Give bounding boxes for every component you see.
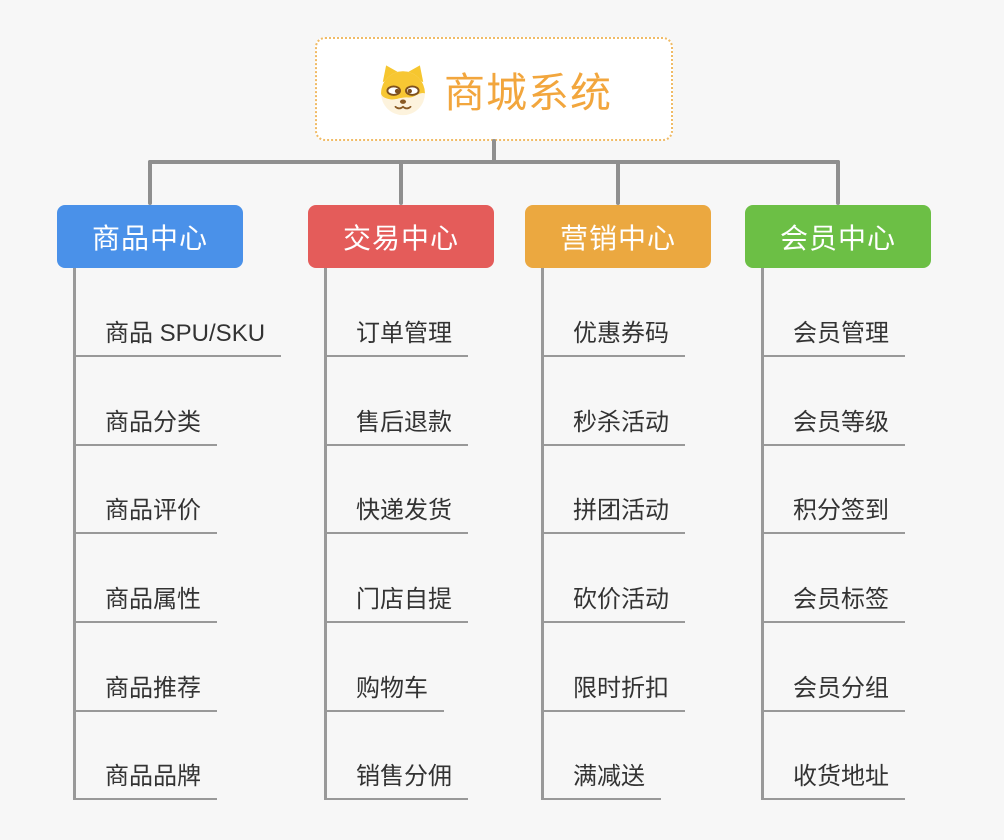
child-topic[interactable]: 商品分类 — [73, 404, 217, 446]
child-topic[interactable]: 会员标签 — [761, 581, 905, 623]
branch-drop-line — [148, 160, 152, 205]
child-topic[interactable]: 积分签到 — [761, 492, 905, 534]
child-topic[interactable]: 满减送 — [541, 758, 661, 800]
branch-node-1[interactable]: 商品中心 — [57, 205, 243, 268]
child-topic[interactable]: 门店自提 — [324, 581, 468, 623]
branch-trunk-line — [73, 268, 76, 800]
child-topic[interactable]: 拼团活动 — [541, 492, 685, 534]
root-node[interactable]: 商城系统 — [315, 37, 673, 141]
child-topic[interactable]: 商品推荐 — [73, 670, 217, 712]
child-topic[interactable]: 商品属性 — [73, 581, 217, 623]
child-topic[interactable]: 快递发货 — [324, 492, 468, 534]
child-topic[interactable]: 商品评价 — [73, 492, 217, 534]
branch-drop-line — [836, 160, 840, 205]
root-connector-stub — [492, 139, 496, 162]
child-topic[interactable]: 会员分组 — [761, 670, 905, 712]
child-topic[interactable]: 售后退款 — [324, 404, 468, 446]
child-topic[interactable]: 商品品牌 — [73, 758, 217, 800]
child-topic[interactable]: 购物车 — [324, 670, 444, 712]
child-topic[interactable]: 砍价活动 — [541, 581, 685, 623]
child-topic[interactable]: 商品 SPU/SKU — [73, 315, 282, 357]
branch-node-2[interactable]: 交易中心 — [308, 205, 494, 268]
child-topic[interactable]: 会员管理 — [761, 315, 905, 357]
branch-node-4[interactable]: 会员中心 — [745, 205, 931, 268]
branch-trunk-line — [761, 268, 764, 800]
child-topic[interactable]: 限时折扣 — [541, 670, 685, 712]
child-topic[interactable]: 优惠券码 — [541, 315, 685, 357]
branch-connector-horizontal — [148, 160, 840, 164]
doge-face-icon — [381, 65, 425, 116]
child-topic[interactable]: 会员等级 — [761, 404, 905, 446]
branch-drop-line — [399, 160, 403, 205]
child-topic[interactable]: 销售分佣 — [324, 758, 468, 800]
branch-drop-line — [616, 160, 620, 205]
child-topic[interactable]: 秒杀活动 — [541, 404, 685, 446]
branch-trunk-line — [324, 268, 327, 800]
branch-node-3[interactable]: 营销中心 — [525, 205, 711, 268]
child-topic[interactable]: 收货地址 — [761, 758, 905, 800]
root-title: 商城系统 — [444, 70, 612, 116]
branch-trunk-line — [541, 268, 544, 800]
child-topic[interactable]: 订单管理 — [324, 315, 468, 357]
